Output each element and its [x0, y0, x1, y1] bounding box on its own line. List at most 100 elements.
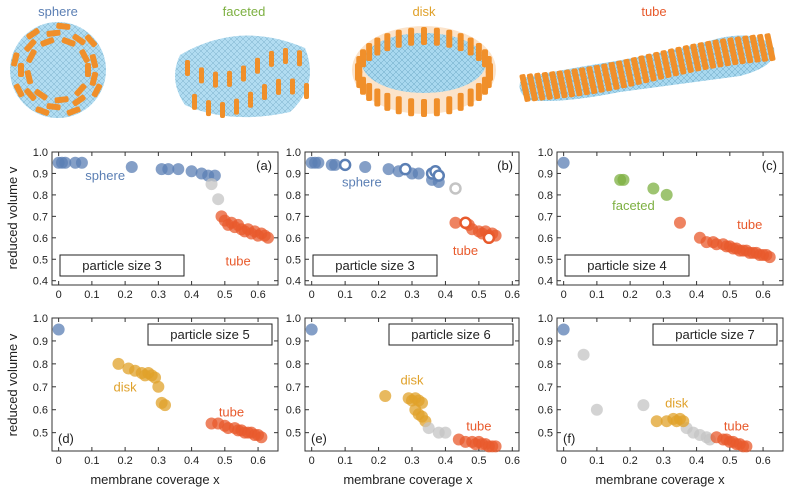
particle	[241, 65, 246, 82]
particle	[457, 92, 464, 111]
particle	[586, 66, 598, 95]
x-tick-label: 0.2	[117, 455, 132, 467]
particle	[475, 42, 482, 61]
y-tick-label: 0.4	[538, 276, 553, 288]
data-point-sphere	[432, 169, 445, 182]
particle	[74, 83, 87, 97]
particle	[675, 46, 687, 75]
y-axis-label-top: reduced volume v	[5, 166, 20, 269]
particle	[17, 62, 25, 78]
x-tick-label: 0.4	[689, 455, 704, 467]
particle	[276, 78, 281, 95]
data-point-disk	[379, 389, 392, 402]
particle-size-box	[564, 254, 690, 277]
particle-size-label: particle size 3	[335, 258, 414, 273]
panel-letter: (e)	[311, 431, 327, 446]
panel-letter: (a)	[256, 158, 272, 173]
particle	[608, 61, 620, 90]
particle	[630, 57, 642, 85]
data-point-disk	[112, 357, 125, 370]
y-tick-label: 1.0	[286, 313, 301, 325]
data-point-disk	[152, 380, 165, 393]
x-tick-label: 0	[309, 455, 315, 467]
particle	[213, 71, 218, 88]
panel-letter: (d)	[58, 431, 74, 446]
data-point-tube	[489, 440, 502, 453]
particle	[526, 73, 538, 102]
x-tick-label: 0	[561, 289, 567, 301]
x-tick-label: 0	[309, 289, 315, 301]
y-tick-label: 0.9	[538, 168, 553, 180]
particle	[66, 106, 81, 116]
particle	[541, 71, 553, 100]
data-point-sphere	[338, 158, 352, 172]
y-tick-label: 0.5	[286, 254, 301, 266]
data-point-sphere	[125, 161, 138, 174]
particle	[290, 78, 295, 95]
y-tick-label: 0.9	[538, 336, 553, 348]
particle	[712, 39, 724, 68]
particle	[682, 45, 694, 74]
particle	[705, 40, 717, 69]
x-tick-label: 0.1	[337, 289, 352, 301]
data-point-tube	[255, 431, 268, 444]
particle	[26, 49, 37, 63]
data-point-sphere	[185, 165, 198, 178]
shape-renderings: sphere faceted disk tube	[10, 4, 776, 118]
data-point-tube	[763, 251, 776, 264]
data-point-transition	[577, 348, 590, 361]
x-tick-label: 0.6	[755, 289, 770, 301]
y-tick-label: 0.8	[538, 359, 553, 371]
particle	[446, 29, 453, 48]
x-tick-label: 0	[561, 455, 567, 467]
particle	[395, 29, 402, 48]
y-tick-label: 0.4	[286, 276, 301, 288]
data-point-transition	[439, 426, 452, 439]
particle	[72, 94, 86, 107]
particle-size-label: particle size 4	[587, 258, 666, 273]
x-tick-label: 0.2	[371, 455, 386, 467]
particle-size-box	[388, 323, 514, 346]
data-point-tube	[459, 216, 472, 230]
panel-letter: (c)	[762, 158, 777, 173]
particle	[89, 71, 99, 86]
x-tick-label: 0.6	[505, 455, 520, 467]
particle	[40, 37, 55, 47]
data-point-sphere	[75, 156, 88, 169]
x-tick-label: 0.1	[589, 289, 604, 301]
data-point-tube	[673, 216, 686, 229]
particle	[366, 42, 373, 61]
annotation-tube: tube	[724, 418, 749, 433]
particle	[220, 101, 225, 118]
data-point-tube	[262, 231, 275, 244]
y-tick-label: 0.9	[33, 336, 48, 348]
particle	[697, 42, 709, 71]
disk-rendering	[352, 26, 496, 117]
particle	[549, 71, 561, 100]
data-point-sphere	[305, 323, 318, 336]
data-point-sphere	[399, 162, 412, 176]
plot-frame	[51, 151, 279, 286]
particle	[89, 54, 99, 69]
x-tick-label: 0.2	[117, 289, 132, 301]
y-tick-label: 0.6	[538, 233, 553, 245]
x-tick-label: 0.5	[217, 289, 232, 301]
x-tick-label: 0	[56, 455, 62, 467]
particle	[433, 27, 440, 46]
data-point-disk	[149, 371, 162, 384]
annotation-tube: tube	[453, 243, 478, 258]
annotation-disk: disk	[114, 379, 138, 394]
particle-size-box	[652, 323, 778, 346]
faceted-rendering	[175, 35, 310, 118]
particle	[645, 53, 657, 82]
data-point-transition	[212, 193, 225, 206]
x-tick-label: 0.2	[622, 455, 637, 467]
particle	[764, 33, 776, 62]
x-tick-label: 0.3	[151, 455, 166, 467]
particle-size-label: particle size 3	[82, 258, 161, 273]
particle	[467, 88, 474, 107]
annotation-disk: disk	[665, 395, 689, 410]
particle	[192, 93, 197, 110]
y-tick-label: 0.4	[33, 276, 48, 288]
